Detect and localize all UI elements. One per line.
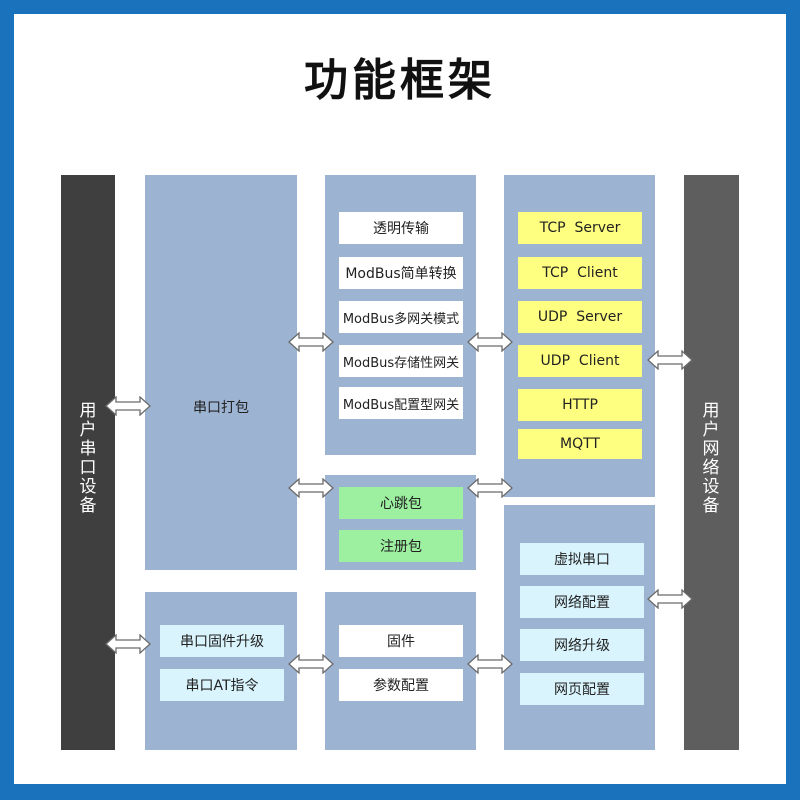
protocol-mqtt: MQTT <box>518 429 642 459</box>
protocol-http: HTTP <box>518 389 642 421</box>
double-arrow-icon <box>647 589 693 609</box>
network-feature-web-config: 网页配置 <box>520 673 644 705</box>
serial-feature-at-command: 串口AT指令 <box>160 669 284 701</box>
double-arrow-icon <box>467 332 513 352</box>
protocol-udp-server: UDP Server <box>518 301 642 333</box>
mode-item-modbus-storage: ModBus存储性网关 <box>339 345 463 377</box>
double-arrow-icon <box>288 654 334 674</box>
double-arrow-icon <box>288 332 334 352</box>
network-feature-network-config: 网络配置 <box>520 586 644 618</box>
network-features-block <box>504 505 655 750</box>
double-arrow-icon <box>467 654 513 674</box>
serial-feature-firmware-upgrade: 串口固件升级 <box>160 625 284 657</box>
right-device-label: 用户网络设备 <box>701 402 721 516</box>
left-device-label: 用户串口设备 <box>78 402 98 516</box>
mode-item-modbus-simple: ModBus简单转换 <box>339 257 463 289</box>
right-device-text: 用户网络设备 <box>702 401 720 516</box>
protocol-tcp-server: TCP Server <box>518 212 642 244</box>
serial-pack-block <box>145 175 297 570</box>
network-feature-virtual-serial: 虚拟串口 <box>520 543 644 575</box>
right-device-bar <box>684 175 739 750</box>
packet-register: 注册包 <box>339 530 463 562</box>
left-device-text: 用户串口设备 <box>79 401 97 516</box>
mode-item-modbus-multi: ModBus多网关模式 <box>339 301 463 333</box>
double-arrow-icon <box>105 634 151 654</box>
packet-heartbeat: 心跳包 <box>339 487 463 519</box>
protocol-tcp-client: TCP Client <box>518 257 642 289</box>
params-config-item: 参数配置 <box>339 669 463 701</box>
left-device-bar <box>61 175 115 750</box>
double-arrow-icon <box>467 478 513 498</box>
double-arrow-icon <box>288 478 334 498</box>
mode-item-modbus-config: ModBus配置型网关 <box>339 387 463 419</box>
page-title: 功能框架 <box>304 55 496 106</box>
serial-pack-label: 串口打包 <box>193 400 249 416</box>
protocol-udp-client: UDP Client <box>518 345 642 377</box>
network-feature-network-upgrade: 网络升级 <box>520 629 644 661</box>
double-arrow-icon <box>647 350 693 370</box>
firmware-item: 固件 <box>339 625 463 657</box>
mode-item-transparent: 透明传输 <box>339 212 463 244</box>
double-arrow-icon <box>105 396 151 416</box>
